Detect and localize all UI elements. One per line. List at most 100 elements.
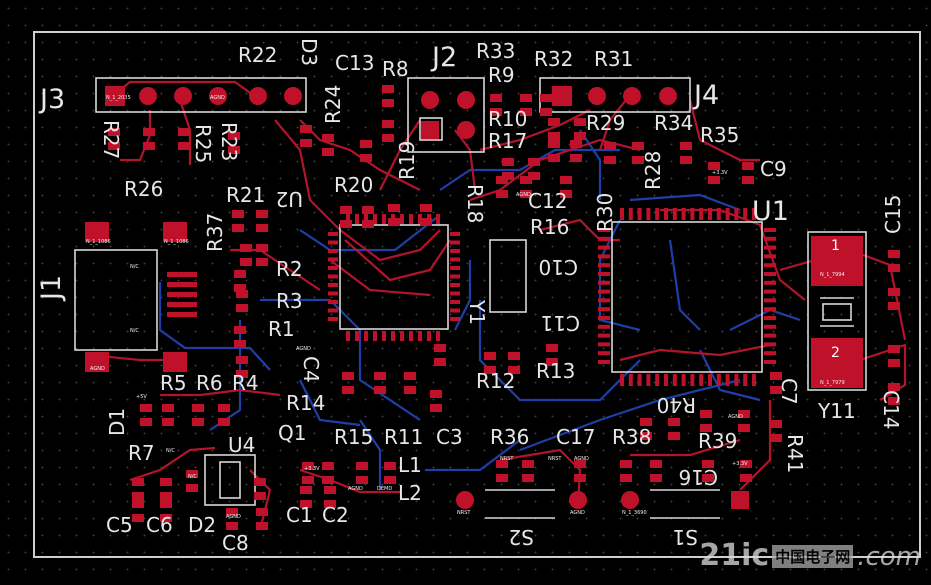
- label-D3: D3: [297, 38, 321, 66]
- svg-text:AGND: AGND: [574, 456, 589, 462]
- svg-text:R11: R11: [384, 425, 423, 449]
- svg-text:C5: C5: [106, 513, 133, 537]
- j3-pin-2: [139, 87, 157, 105]
- svg-text:AGND: AGND: [296, 346, 311, 352]
- j3-pin-3: [174, 87, 192, 105]
- svg-text:R23: R23: [217, 122, 241, 161]
- svg-text:C4: C4: [299, 356, 323, 383]
- svg-text:C9: C9: [760, 157, 787, 181]
- svg-text:R32: R32: [534, 47, 573, 71]
- label-S1: S1: [673, 525, 698, 549]
- svg-text:AGND: AGND: [516, 192, 531, 198]
- svg-text:C12: C12: [528, 189, 567, 213]
- reference-labels: J3 J2 J4 U1 J1 U2 U4 Y1 Y11 S1 S2 Q1 D1 …: [36, 38, 905, 555]
- svg-text:R14: R14: [286, 391, 325, 415]
- svg-text:AGND: AGND: [90, 366, 105, 372]
- svg-text:R15: R15: [334, 425, 373, 449]
- svg-text:AGND: AGND: [728, 414, 743, 420]
- svg-text:NRST: NRST: [500, 456, 514, 462]
- svg-text:C17: C17: [556, 425, 595, 449]
- svg-text:R12: R12: [476, 369, 515, 393]
- svg-text:R17: R17: [488, 129, 527, 153]
- label-S2: S2: [509, 525, 534, 549]
- j3-pin-6: [284, 87, 302, 105]
- svg-text:R6: R6: [196, 371, 223, 395]
- svg-text:+5V: +5V: [136, 394, 147, 400]
- svg-text:R28: R28: [641, 151, 665, 190]
- label-J2: J2: [430, 42, 457, 73]
- svg-text:N/C: N/C: [130, 328, 139, 334]
- svg-text:N/C: N/C: [188, 474, 197, 480]
- svg-text:R35: R35: [700, 123, 739, 147]
- svg-text:R26: R26: [124, 177, 163, 201]
- label-D1: D1: [105, 408, 129, 436]
- svg-text:NRST: NRST: [457, 510, 471, 516]
- svg-text:C6: C6: [146, 513, 173, 537]
- svg-text:+3.3V: +3.3V: [732, 461, 748, 467]
- label-U2: U2: [276, 187, 303, 211]
- svg-text:C15: C15: [881, 195, 905, 234]
- j4-pin-2: [588, 87, 606, 105]
- y11-pin-1: [811, 236, 863, 286]
- label-Q1: Q1: [278, 421, 306, 445]
- pad-texts: N_1_2035 AGND N_1_1086 N_1_1086 AGND N/C…: [86, 95, 845, 520]
- s1-pad-2: [731, 491, 749, 509]
- svg-text:R1: R1: [268, 317, 295, 341]
- svg-text:R30: R30: [593, 193, 617, 232]
- svg-text:R40: R40: [657, 393, 696, 417]
- svg-text:C16: C16: [679, 465, 718, 489]
- y11-pin-2: [811, 338, 863, 388]
- svg-text:R27: R27: [99, 120, 123, 159]
- label-J1: J1: [36, 275, 67, 302]
- j1-pin-7: [85, 222, 109, 242]
- svg-text:N/C: N/C: [166, 448, 175, 454]
- svg-text:R16: R16: [530, 215, 569, 239]
- svg-text:C7: C7: [777, 378, 801, 405]
- svg-text:N_1_1086: N_1_1086: [86, 239, 111, 245]
- svg-text:R2: R2: [276, 257, 303, 281]
- j1-pin-8: [163, 352, 187, 372]
- svg-text:C11: C11: [541, 311, 580, 335]
- j3-pin-1: [105, 86, 125, 106]
- svg-text:+3.3V: +3.3V: [304, 466, 320, 472]
- j1-pin-6: [163, 222, 187, 242]
- svg-text:AGND: AGND: [570, 510, 585, 516]
- svg-text:C3: C3: [436, 425, 463, 449]
- j1-pin-9: [85, 352, 109, 372]
- svg-text:C2: C2: [322, 503, 349, 527]
- j4-pin-4: [659, 87, 677, 105]
- svg-text:C10: C10: [539, 255, 578, 279]
- svg-text:R9: R9: [488, 63, 515, 87]
- label-U4: U4: [228, 433, 255, 457]
- svg-text:AGND: AGND: [348, 486, 363, 492]
- svg-text:C13: C13: [335, 51, 374, 75]
- j4-pin-3: [623, 87, 641, 105]
- board-outline: [33, 31, 921, 558]
- svg-text:R36: R36: [490, 425, 529, 449]
- svg-text:R20: R20: [334, 173, 373, 197]
- svg-text:N_1_3690: N_1_3690: [622, 510, 647, 516]
- label-L1: L1: [398, 453, 422, 477]
- j3-pin-5: [249, 87, 267, 105]
- silkscreen: [74, 77, 867, 519]
- j3-pin-4: [209, 87, 227, 105]
- svg-text:R18: R18: [463, 184, 487, 223]
- svg-text:R19: R19: [395, 141, 419, 180]
- svg-text:R24: R24: [321, 85, 345, 124]
- j4-pin-1: [552, 86, 572, 106]
- svg-text:C8: C8: [222, 531, 249, 555]
- svg-text:N_1_7979: N_1_7979: [820, 380, 845, 386]
- svg-text:NRST: NRST: [548, 456, 562, 462]
- svg-text:R7: R7: [128, 441, 155, 465]
- svg-text:R8: R8: [382, 57, 409, 81]
- svg-text:R25: R25: [191, 124, 215, 163]
- svg-text:DEMD: DEMD: [377, 486, 392, 492]
- svg-text:R34: R34: [654, 111, 693, 135]
- svg-text:N_1_2035: N_1_2035: [106, 95, 131, 101]
- svg-text:N_1_7994: N_1_7994: [820, 272, 845, 278]
- svg-text:R33: R33: [476, 39, 515, 63]
- svg-text:2: 2: [831, 345, 840, 361]
- svg-text:1: 1: [831, 238, 840, 254]
